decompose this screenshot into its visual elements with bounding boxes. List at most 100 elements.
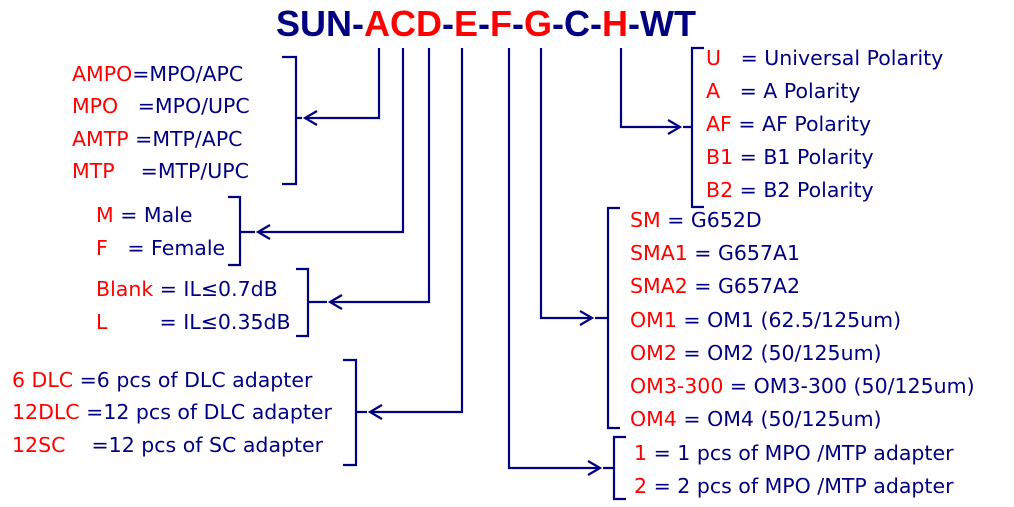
option-desc: MTP/UPC: [157, 159, 249, 183]
bracket-adapter: [343, 358, 367, 467]
option-desc: IL≤0.35dB: [183, 310, 291, 334]
option-desc: 1 pcs of MPO /MTP adapter: [677, 441, 954, 465]
option-sep: =: [733, 178, 764, 202]
option-sep: =: [676, 407, 708, 431]
option-code: U: [706, 46, 722, 70]
option-row: AF = AF Polarity: [706, 111, 871, 137]
option-row: MTP =MTP/UPC: [72, 158, 249, 184]
option-sep: =: [647, 441, 678, 465]
option-desc: Female: [151, 236, 226, 260]
title-part-adapter: E: [454, 3, 479, 44]
option-code: SMA1: [630, 241, 688, 265]
option-sep: =: [723, 374, 754, 398]
wire-fiber: [539, 48, 592, 320]
option-code: 1: [634, 441, 648, 465]
option-code: F: [96, 236, 108, 260]
option-sep: =: [113, 203, 144, 227]
option-code: 6 DLC: [12, 368, 74, 392]
option-sep: =: [676, 341, 708, 365]
option-row: 1 = 1 pcs of MPO /MTP adapter: [634, 440, 954, 466]
option-code: MPO: [72, 94, 119, 118]
option-sep: =: [647, 474, 678, 498]
bracket-loss: [296, 267, 327, 338]
option-desc: G652D: [690, 208, 762, 232]
option-desc: Male: [143, 203, 193, 227]
option-sep: =: [128, 127, 153, 151]
option-sep: =: [65, 433, 109, 457]
option-row: Blank = IL≤0.7dB: [96, 276, 278, 302]
option-sep: =: [733, 145, 764, 169]
option-sep: =: [720, 79, 764, 103]
option-desc: B1 Polarity: [763, 145, 874, 169]
option-code: AMTP: [72, 127, 129, 151]
option-desc: B2 Polarity: [763, 178, 874, 202]
option-desc: AF Polarity: [762, 112, 872, 136]
option-row: L = IL≤0.35dB: [96, 309, 291, 335]
option-desc: OM1 (62.5/125um): [707, 308, 902, 332]
option-sep: =: [676, 308, 708, 332]
option-row: U = Universal Polarity: [706, 45, 943, 71]
bracket-polarity: [683, 46, 704, 209]
option-desc: A Polarity: [763, 79, 861, 103]
option-desc: 12 pcs of SC adapter: [108, 433, 324, 457]
option-sep: =: [687, 274, 718, 298]
option-code: AMPO: [72, 62, 133, 86]
option-code: OM4: [630, 407, 677, 431]
option-code: MTP: [72, 159, 115, 183]
option-row: MPO =MPO/UPC: [72, 93, 250, 119]
arrow-head: [255, 224, 271, 240]
option-sep: =: [73, 368, 97, 392]
option-code: AF: [706, 112, 732, 136]
option-sep: =: [132, 62, 150, 86]
wire-gender: [258, 48, 405, 234]
option-row: 6 DLC =6 pcs of DLC adapter: [12, 367, 312, 393]
arrow-head: [667, 119, 683, 135]
option-sep: =: [107, 236, 152, 260]
arrow-head: [587, 460, 603, 476]
option-row: A = A Polarity: [706, 78, 861, 104]
option-sep: =: [79, 400, 104, 424]
option-desc: 2 pcs of MPO /MTP adapter: [677, 474, 954, 498]
option-sep: =: [153, 277, 184, 301]
option-desc: 12 pcs of DLC adapter: [103, 400, 332, 424]
option-sep: =: [114, 159, 158, 183]
option-desc: OM2 (50/125um): [707, 341, 882, 365]
option-sep: =: [687, 241, 718, 265]
option-row: SMA1 = G657A1: [630, 240, 800, 266]
option-row: F = Female: [96, 235, 225, 261]
arrow-head: [327, 294, 343, 310]
option-desc: G657A2: [718, 274, 801, 298]
option-row: AMPO=MPO/APC: [72, 61, 243, 87]
option-code: OM3-300: [630, 374, 724, 398]
title-part-fiber: G: [524, 3, 553, 44]
option-code: 12DLC: [12, 400, 80, 424]
option-code: Blank: [96, 277, 154, 301]
wire-mpo-adapter: [507, 48, 600, 470]
option-code: OM2: [630, 341, 677, 365]
option-code: B1: [706, 145, 734, 169]
option-desc: MPO/UPC: [154, 94, 250, 118]
option-row: SMA2 = G657A2: [630, 273, 800, 299]
option-code: L: [96, 310, 108, 334]
title-part: -: [442, 3, 454, 44]
option-desc: MTP/APC: [152, 127, 243, 151]
option-desc: MPO/APC: [149, 62, 244, 86]
option-row: OM1 = OM1 (62.5/125um): [630, 307, 901, 333]
bracket-connector: [282, 55, 302, 186]
wire-loss: [330, 48, 431, 304]
option-desc: IL≤0.7dB: [183, 277, 278, 301]
bracket-mpo-adapter: [603, 435, 626, 501]
title-part: -: [478, 3, 491, 44]
bracket-fiber: [595, 206, 620, 430]
title-part: SUN-: [276, 3, 364, 44]
option-row: AMTP =MTP/APC: [72, 126, 243, 152]
option-code: B2: [706, 178, 734, 202]
option-code: A: [706, 79, 721, 103]
option-sep: =: [107, 310, 184, 334]
option-code: 2: [634, 474, 648, 498]
option-desc: OM4 (50/125um): [707, 407, 882, 431]
option-code: 12SC: [12, 433, 66, 457]
arrow-head: [302, 110, 318, 126]
option-row: 12DLC =12 pcs of DLC adapter: [12, 399, 332, 425]
